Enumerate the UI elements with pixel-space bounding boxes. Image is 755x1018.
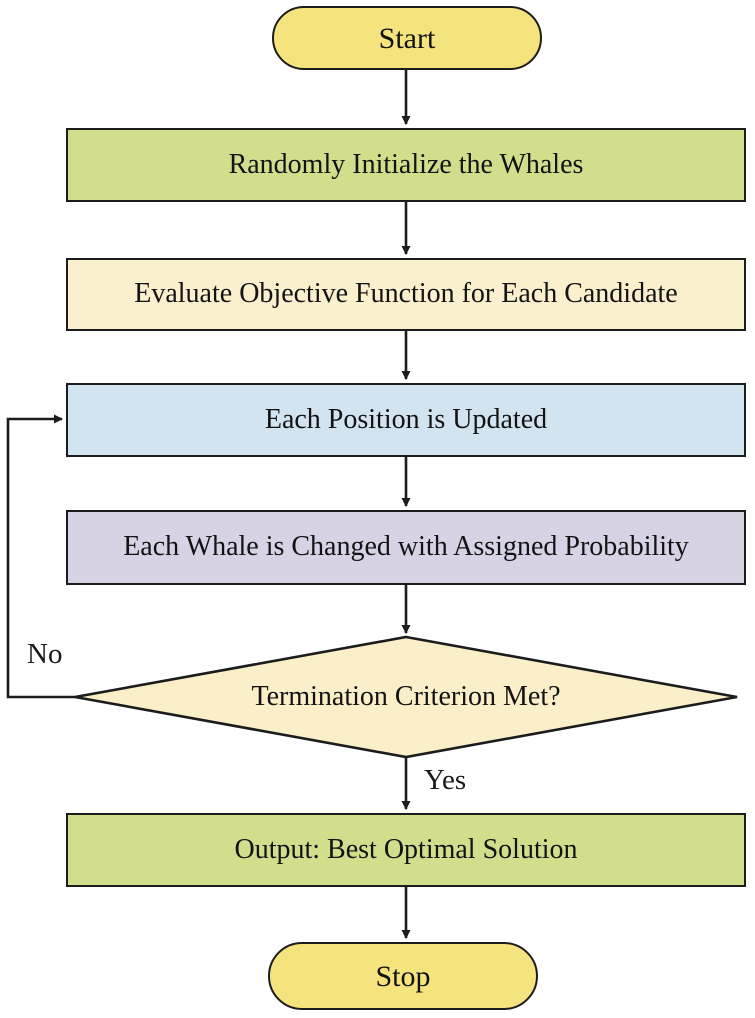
decision-termination-label: Termination Criterion Met? — [251, 681, 561, 712]
process-whale-changed-probability: Each Whale is Changed with Assigned Prob… — [66, 510, 746, 585]
yes-branch-label: Yes — [424, 764, 467, 796]
process-output-best-solution: Output: Best Optimal Solution — [66, 813, 746, 887]
process-position-updated: Each Position is Updated — [66, 383, 746, 457]
decision-diamond — [74, 635, 738, 759]
stop-node: Stop — [268, 942, 538, 1010]
process-evaluate-objective: Evaluate Objective Function for Each Can… — [66, 258, 746, 331]
no-loop-connector — [6, 414, 75, 699]
start-node: Start — [272, 6, 542, 70]
no-branch-label: No — [27, 638, 63, 670]
process-initialize-whales: Randomly Initialize the Whales — [66, 128, 746, 202]
